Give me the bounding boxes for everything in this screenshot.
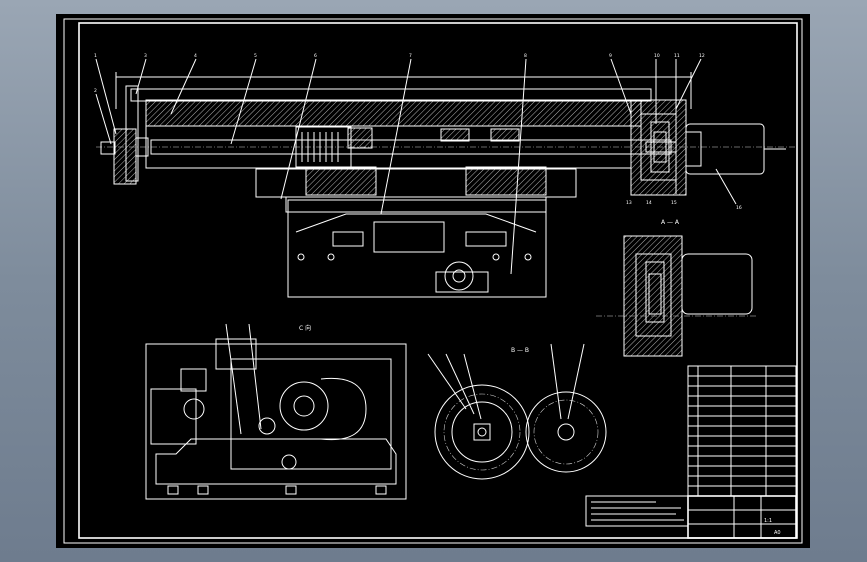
svg-text:15: 15: [671, 200, 677, 206]
svg-text:4: 4: [194, 53, 197, 59]
svg-text:2: 2: [94, 88, 97, 94]
machine-base: [287, 199, 547, 298]
svg-text:9: 9: [609, 53, 612, 59]
svg-text:16: 16: [736, 205, 742, 211]
parts-list-table: 1:1 A0: [585, 365, 797, 539]
sheet-outer-border: [63, 18, 803, 544]
main-assembly-view: 1 2 3 4 5 6 7 8 9 10 11 12 13 14 15 16: [94, 53, 796, 298]
section-a-motor: [681, 253, 753, 315]
svg-text:A0: A0: [774, 530, 781, 536]
svg-text:8: 8: [524, 53, 527, 59]
svg-text:14: 14: [646, 200, 652, 206]
end-view-gear: [279, 381, 329, 431]
sheet-inner-border: [78, 22, 798, 539]
cad-drawing-viewport[interactable]: 1 2 3 4 5 6 7 8 9 10 11 12 13 14 15 16 A…: [56, 14, 810, 548]
engineering-drawing: 1 2 3 4 5 6 7 8 9 10 11 12 13 14 15 16 A…: [63, 18, 803, 544]
section-b-gears: B — B: [427, 343, 607, 480]
end-view-frame: [145, 343, 407, 500]
section-a-view: A — A: [596, 219, 756, 357]
svg-text:1:1: 1:1: [764, 518, 772, 524]
svg-text:C 向: C 向: [299, 324, 311, 332]
svg-text:11: 11: [674, 53, 680, 59]
driven-gear: [525, 391, 607, 473]
leader-lines: [95, 58, 737, 275]
svg-text:6: 6: [314, 53, 317, 59]
gear-box-housing: [630, 99, 687, 196]
balloon-labels: 1 2 3 4 5 6 7 8 9 10 11 12 13 14 15 16: [94, 53, 742, 211]
svg-text:A — A: A — A: [661, 219, 680, 226]
carriage-plate: [145, 99, 642, 127]
svg-text:B — B: B — B: [511, 347, 529, 354]
svg-text:13: 13: [626, 200, 632, 206]
left-bearing-block: [113, 128, 137, 185]
handwheel-lower: [444, 261, 474, 291]
drive-gear: [434, 384, 530, 480]
slide-block-right: [465, 166, 547, 196]
svg-text:7: 7: [409, 53, 412, 59]
slide-block-left: [305, 166, 377, 196]
end-view: C 向: [145, 323, 407, 500]
svg-text:10: 10: [654, 53, 660, 59]
svg-text:12: 12: [699, 53, 705, 59]
svg-text:1: 1: [94, 53, 97, 59]
svg-text:5: 5: [254, 53, 257, 59]
technical-notes: [591, 501, 684, 521]
svg-text:3: 3: [144, 53, 147, 59]
